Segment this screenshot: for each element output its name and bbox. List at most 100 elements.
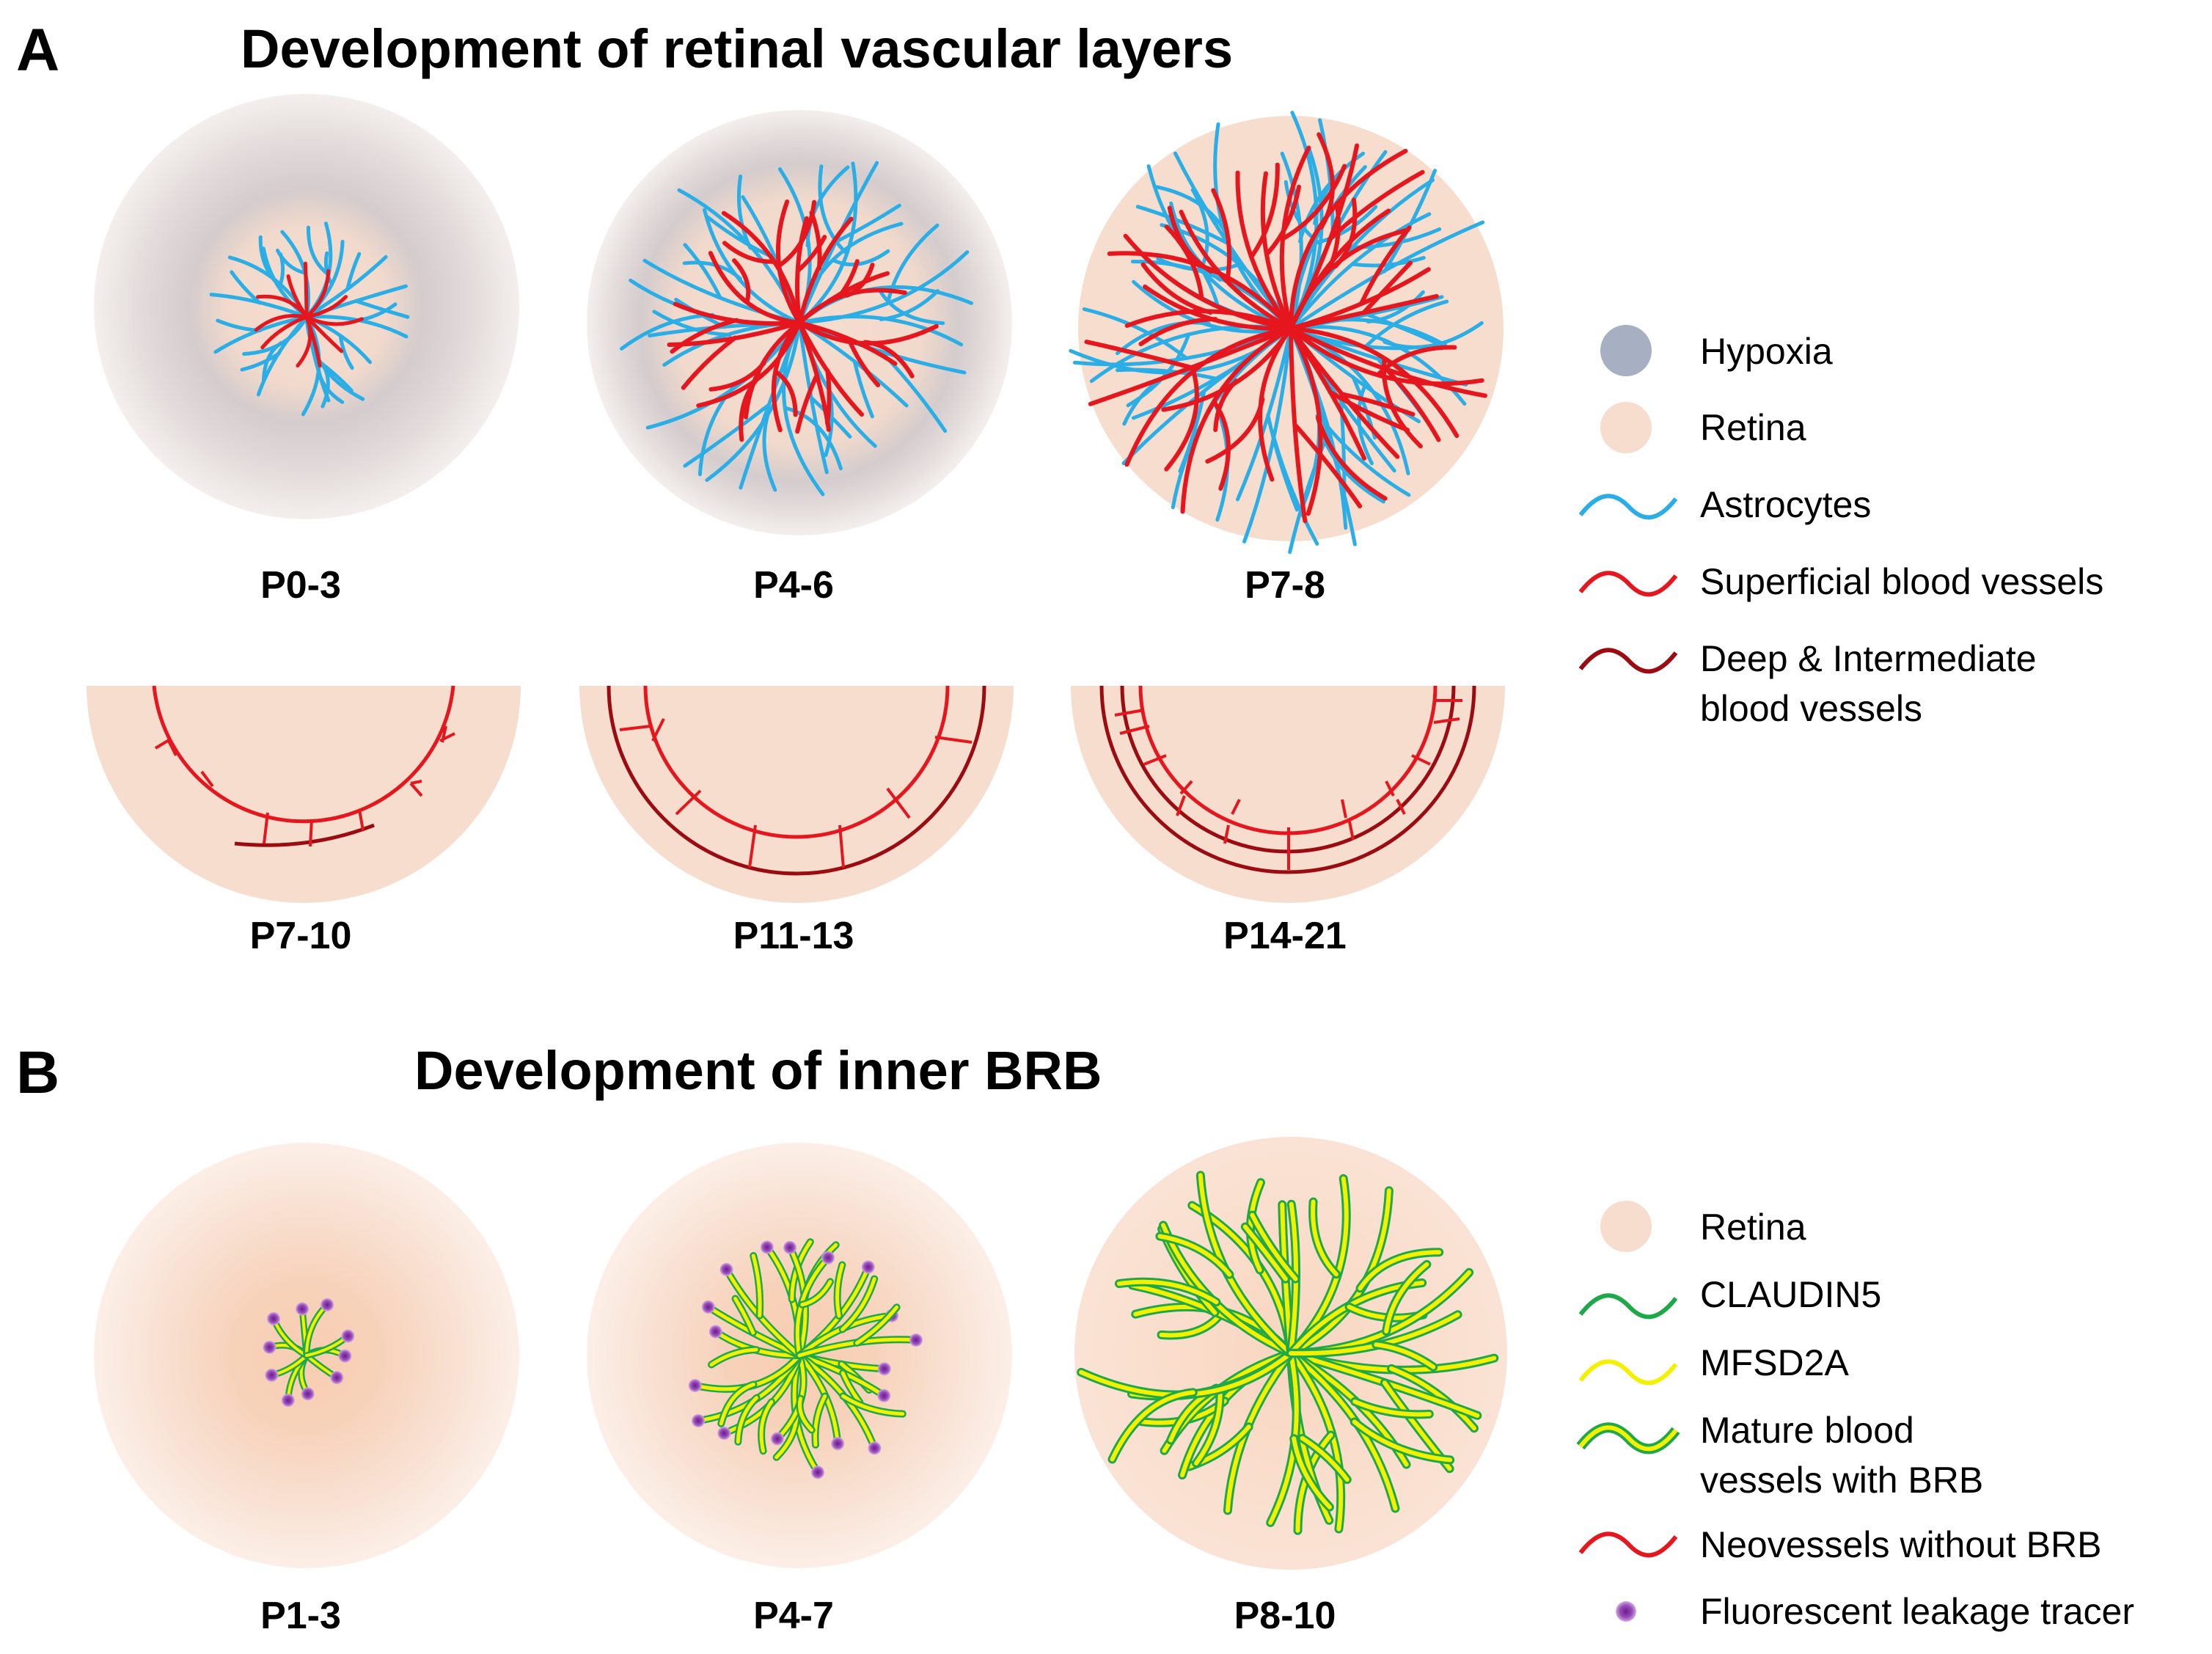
mfsd2a-branch	[719, 1383, 755, 1426]
astrocyte-branch	[877, 288, 945, 326]
legend-label-claudin5: CLAUDIN5	[1700, 1274, 1881, 1315]
legend-label-retina: Retina	[1700, 407, 1806, 448]
leakage-tracer-dot	[708, 1325, 722, 1339]
astrocyte-branch	[316, 362, 345, 404]
legend-panel-a: Hypoxia Retina Astrocytes Superficial bl…	[1578, 325, 2103, 729]
leakage-tracer-dot	[868, 1441, 882, 1455]
mature-vessel-branch-core	[1300, 1435, 1349, 1482]
superficial-vessel-branch	[732, 258, 751, 304]
superficial-vessel-branch	[1123, 233, 1293, 331]
leakage-tracer-dot	[265, 1368, 279, 1382]
astrocyte-branch	[230, 270, 262, 305]
stage-label-p7-10: P7-10	[250, 915, 352, 957]
astrocyte-branch	[1382, 321, 1484, 349]
leakage-tracer-dot	[783, 1240, 797, 1254]
superficial-vessel-branch	[722, 241, 775, 264]
astrocyte-branch	[736, 175, 752, 250]
superficial-vessel-branch	[739, 373, 763, 442]
leakage-tracer-dot	[770, 1432, 784, 1446]
superficial-vessel-branch	[304, 269, 331, 319]
superficial-vessel-branch	[1361, 260, 1413, 315]
superficial-vessel-branch	[303, 261, 309, 319]
superficial-vessel-branch	[296, 315, 312, 368]
mfsd2a-branch	[798, 1397, 814, 1432]
leakage-tracer-dot	[719, 1262, 733, 1276]
mfsd2a-branch	[736, 1396, 759, 1444]
superficial-vessel-branch	[1164, 370, 1199, 472]
leakage-tracer-dot	[296, 1302, 310, 1316]
superficial-vessel-branch	[1179, 210, 1293, 331]
superficial-vessel-branch	[1140, 262, 1213, 315]
retina-icon-b	[1600, 1201, 1652, 1252]
leakage-tracer-dot	[861, 1260, 875, 1274]
legend-label-astrocytes: Astrocytes	[1700, 484, 1871, 525]
leakage-tracer-dot	[701, 1300, 715, 1314]
astrocyte-branch	[1289, 220, 1485, 331]
legend-label-tracer: Fluorescent leakage tracer	[1700, 1591, 2134, 1632]
vascular-tree-p4-7	[688, 1238, 923, 1479]
astrocyte-branch	[1154, 185, 1231, 241]
stage-label-p4-7: P4-7	[753, 1595, 834, 1637]
panel-a-title: Development of retinal vascular layers	[241, 18, 1233, 79]
superficial-vessel-branch	[1235, 170, 1293, 331]
hypoxia-icon	[1600, 325, 1652, 376]
legend-label-mfsd2a: MFSD2A	[1700, 1342, 1849, 1383]
superficial-vessel-branch	[304, 295, 348, 319]
superficial-vessel-branch	[1329, 202, 1341, 266]
legend-label-retina-b: Retina	[1700, 1207, 1806, 1248]
legend-panel-b: Retina CLAUDIN5 MFSD2A Mature blood vess…	[1576, 1201, 2134, 1632]
mature-vessel-branch-core	[1384, 1262, 1429, 1333]
astrocyte-branch	[262, 341, 283, 382]
cross-section-p14-21	[1071, 685, 1505, 903]
astrocyte-branch	[1318, 118, 1335, 240]
mfsd2a-icon	[1578, 1359, 1678, 1386]
leakage-tracer-dot	[281, 1394, 295, 1408]
superficial-vessel-branch	[1088, 326, 1293, 406]
stage-label-p4-6: P4-6	[753, 564, 834, 607]
mature-vessel-branch-core	[1116, 1279, 1219, 1305]
astrocyte-branch	[338, 334, 354, 370]
astrocyte-branch	[1236, 326, 1293, 502]
vascular-tree-p1-3	[263, 1298, 355, 1408]
superficial-vessel-branch	[1281, 164, 1347, 241]
astrocyte-branch	[1366, 290, 1425, 323]
mature-vessel-branch-core	[1250, 1212, 1298, 1281]
superficial-vessel-branch	[1359, 225, 1412, 306]
superficial-vessel-branch	[774, 370, 798, 417]
astrocyte-branch	[683, 243, 722, 299]
neovessels-icon	[1578, 1532, 1678, 1558]
superficial-vessel-branch	[795, 373, 819, 434]
mature-vessel-branch-core	[1311, 1199, 1338, 1277]
superficial-vessel-branch	[304, 315, 364, 326]
mfsd2a-branch	[709, 1347, 758, 1366]
superficial-vessel-branch	[286, 274, 309, 319]
astrocyte-branch	[797, 250, 970, 325]
superficial-vessel-branch	[809, 211, 822, 271]
astrocyte-branch	[805, 165, 850, 248]
astrocyte-branch	[879, 289, 940, 321]
superficial-vessel-branch	[1292, 422, 1363, 509]
superficial-vessel-branch	[1340, 392, 1416, 417]
superficial-vessel-branch	[838, 259, 860, 296]
mature-vessels-icon	[1576, 1422, 1680, 1454]
legend-label-superficial: Superficial blood vessels	[1700, 561, 2103, 602]
cross-section-p11-13	[579, 685, 1014, 903]
superficial-vessel-branch	[1327, 389, 1410, 433]
astrocyte-branch	[1313, 205, 1378, 245]
claudin5-icon	[1578, 1293, 1678, 1320]
mfsd2a-branch	[841, 1394, 905, 1416]
stage-label-p1-3: P1-3	[260, 1595, 341, 1637]
mature-vessel-branch-core	[1242, 1224, 1288, 1281]
superficial-vessel-branch	[1279, 145, 1311, 331]
leakage-tracer-dot	[831, 1437, 845, 1451]
superficial-vessel-branch	[1138, 317, 1218, 346]
astrocyte-branch	[306, 225, 330, 277]
leakage-tracer-dot	[717, 1427, 731, 1441]
retina-icon	[1600, 402, 1652, 453]
vascular-tree-p0-3	[209, 222, 410, 417]
stage-label-p8-10: P8-10	[1234, 1595, 1336, 1637]
astrocyte-branch	[1289, 326, 1468, 387]
leakage-tracer-dot	[266, 1311, 280, 1325]
legend-label-neovessels: Neovessels without BRB	[1700, 1524, 2101, 1565]
vascular-tree-p7-8	[1069, 111, 1487, 555]
